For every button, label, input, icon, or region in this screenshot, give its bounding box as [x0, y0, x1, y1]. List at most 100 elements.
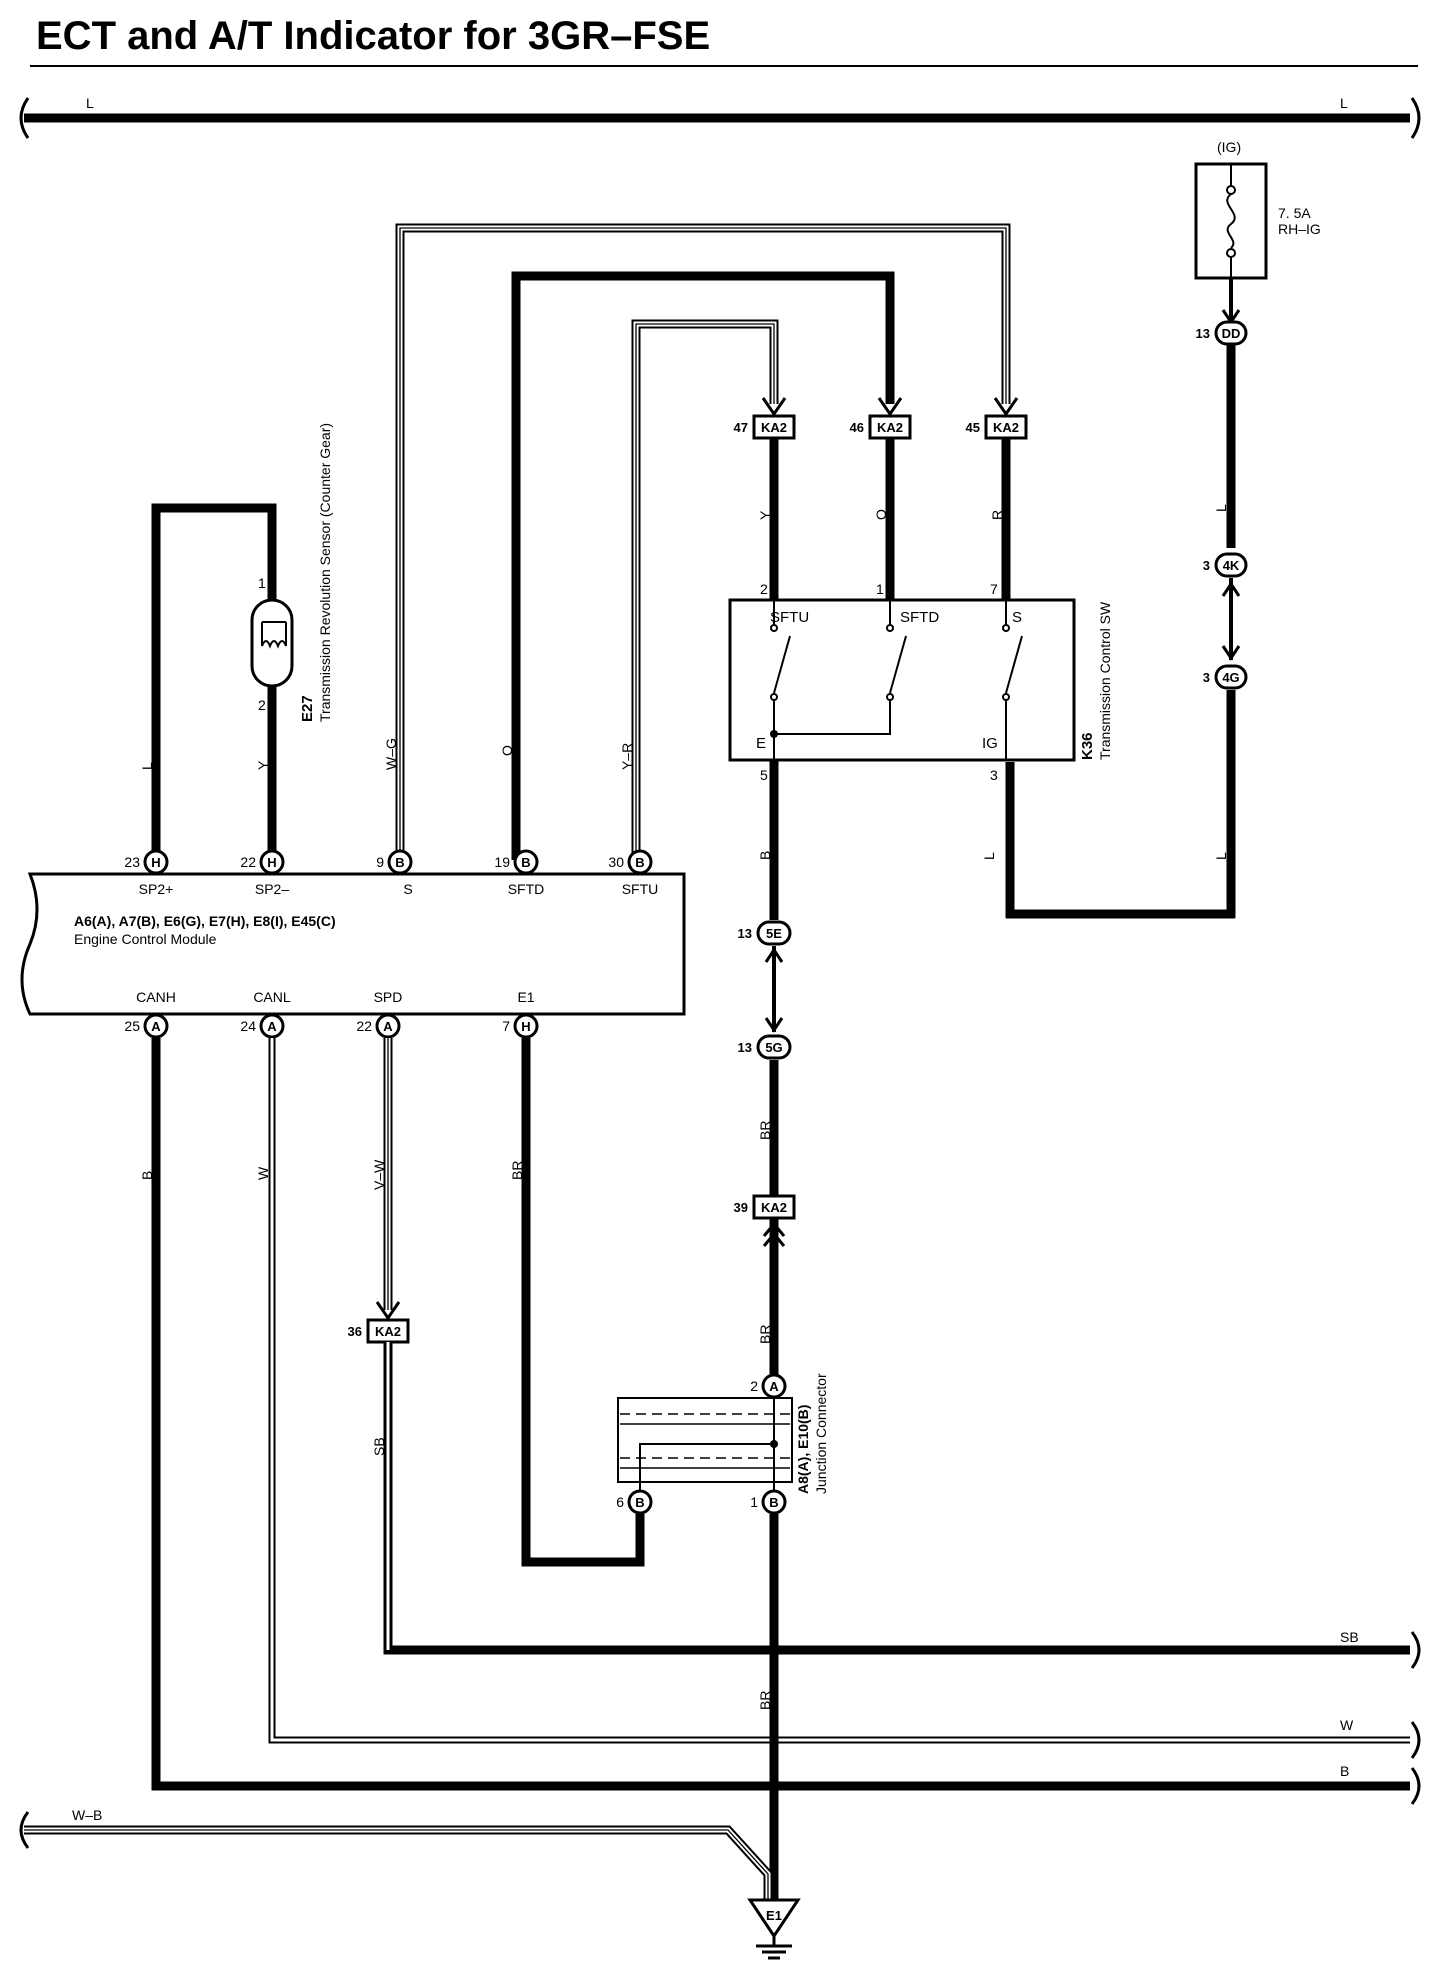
ecm-pin-sftu-label: SFTU: [622, 881, 659, 897]
switch-pin-s: 7: [990, 581, 998, 597]
junction-parts: A8(A), E10(B): [795, 1405, 811, 1494]
switch-pin-sftd: 1: [876, 581, 884, 597]
ig-wire-label-1: L: [1213, 504, 1229, 512]
wire-e1-br: BR: [509, 1038, 645, 1567]
junction-pin-b6-conn: B: [635, 1495, 644, 1510]
ecm-pin-canh: CANH A 25: [124, 989, 176, 1039]
connector-5e: 5E 13: [738, 920, 792, 946]
wire-canl-label: W: [255, 1166, 271, 1180]
switch-name: Transmission Control SW: [1097, 601, 1113, 760]
ecm-pin-canh-conn: A: [151, 1019, 161, 1034]
connector-4k-name: 4K: [1223, 558, 1240, 573]
ecm-pin-sp2-plus: H 23 SP2+: [124, 849, 174, 897]
junction-pin-b6: B 6: [616, 1489, 653, 1515]
ecm-pin-sftu-num: 30: [608, 854, 624, 870]
ecm-pin-sftd-conn: B: [521, 855, 530, 870]
ig-wire: L L L: [981, 278, 1241, 919]
ecm-pin-sp2-plus-num: 23: [124, 854, 140, 870]
connector-5e-num: 13: [738, 926, 752, 941]
transmission-control-switch: SFTU SFTD S E IG 2 1 7 5 3 K36 Transmiss…: [728, 581, 1113, 783]
connector-ka2-36-num: 36: [348, 1324, 362, 1339]
junction-pin-b1: B 1: [750, 1489, 787, 1515]
wire-w-b: W–B: [19, 1807, 773, 1900]
wire-y-r: Y–R: [619, 319, 787, 860]
ecm-pin-s: B 9 S: [376, 849, 413, 897]
junction-name: Junction Connector: [813, 1373, 829, 1494]
sensor-wire-y-label: Y: [255, 760, 271, 770]
ecm-pin-e1-num: 7: [502, 1018, 510, 1034]
connector-ka2-39-num: 39: [734, 1200, 748, 1215]
ka2-47-wire-label: Y: [757, 510, 773, 520]
wire-e1-label: BR: [509, 1161, 525, 1180]
switch-term-s: S: [1012, 609, 1022, 626]
sensor-wire-l-label: L: [139, 762, 155, 770]
connector-ka2-47-name: KA2: [761, 420, 787, 435]
ka2-45-wire-label: R: [989, 510, 1005, 520]
wire-o-label: O: [499, 745, 515, 756]
wire-canh-label: B: [139, 1171, 155, 1180]
junction-pin-a2-conn: A: [769, 1379, 779, 1394]
wire-b-label: B: [757, 851, 773, 860]
ecm-pin-canh-num: 25: [124, 1018, 140, 1034]
k36-ig-wire-label: L: [981, 852, 997, 860]
ecm-pin-sftd-label: SFTD: [508, 881, 545, 897]
connector-ka2-46-name: KA2: [877, 420, 903, 435]
connector-5g: 5G 13: [738, 1034, 792, 1060]
connector-4g-name: 4G: [1222, 670, 1239, 685]
engine-control-module: A6(A), A7(B), E6(G), E7(H), E8(I), E45(C…: [20, 872, 686, 1016]
switch-pin-e: 5: [760, 767, 768, 783]
ecm-pin-sftd: B 19 SFTD: [494, 849, 545, 897]
bus-b-label: B: [1340, 1763, 1349, 1779]
sensor-name: Transmission Revolution Sensor (Counter …: [317, 423, 333, 722]
ecm-name: Engine Control Module: [74, 931, 217, 947]
bus-sb-label: SB: [1340, 1629, 1359, 1645]
wire-spd-label: V–W: [371, 1159, 387, 1190]
connector-ka2-36: KA2 36: [348, 1318, 410, 1344]
wire-br-ground: BR: [757, 1514, 779, 1900]
ecm-pin-e1: E1 H 7: [502, 989, 539, 1039]
junction-pin-b1-conn: B: [769, 1495, 778, 1510]
connector-ka2-39-name: KA2: [761, 1200, 787, 1215]
ecm-pin-e1-label: E1: [517, 989, 534, 1005]
connector-5g-name: 5G: [765, 1040, 782, 1055]
wire-br-ka39-label: BR: [757, 1325, 773, 1344]
ecm-pin-canl: CANL A 24: [240, 989, 291, 1039]
connector-4k: 4K 3: [1203, 552, 1248, 578]
connector-dd: DD 13: [1196, 320, 1248, 346]
ecm-pin-spd-label: SPD: [374, 989, 403, 1005]
wire-br-5g-label: BR: [757, 1121, 773, 1140]
wire-b-br-center: B BR BR: [757, 760, 786, 1376]
connector-5e-name: 5E: [766, 926, 782, 941]
ecm-pin-canl-conn: A: [267, 1019, 277, 1034]
ig-wire-label-2: L: [1213, 852, 1229, 860]
fuse-rating: 7. 5A: [1278, 205, 1311, 221]
ka2-switch-wires: Y O R: [757, 438, 1011, 600]
sensor-pin-1: 1: [258, 575, 266, 591]
ecm-pin-sp2-minus-num: 22: [240, 854, 256, 870]
fuse-rh-ig: (IG) 7. 5A RH–IG: [1194, 139, 1321, 280]
connector-ka2-39: KA2 39: [734, 1194, 796, 1220]
ecm-pin-canl-label: CANL: [253, 989, 291, 1005]
ecm-pin-s-num: 9: [376, 854, 384, 870]
connector-4g: 4G 3: [1203, 664, 1248, 690]
connector-ka2-46-num: 46: [850, 420, 864, 435]
sensor-pin-2: 2: [258, 697, 266, 713]
sensor-id: E27: [299, 695, 316, 722]
switch-term-e: E: [756, 735, 766, 752]
ecm-pin-sp2-plus-label: SP2+: [139, 881, 174, 897]
ka2-46-wire-label: O: [873, 509, 889, 520]
ecm-pin-canl-num: 24: [240, 1018, 256, 1034]
ecm-pin-sftd-num: 19: [494, 854, 510, 870]
bus-w-label: W: [1340, 1717, 1354, 1733]
wire-sb-label: SB: [371, 1437, 387, 1456]
wire-o: O: [499, 271, 903, 860]
wire-canh-b: B B: [139, 1038, 1421, 1805]
switch-pin-sftu: 2: [760, 581, 768, 597]
connector-ka2-47-num: 47: [734, 420, 748, 435]
connector-ka2-45-num: 45: [966, 420, 980, 435]
revolution-sensor: 1 2 L Y E27 Transmission Revolution Sens…: [139, 423, 333, 860]
junction-pin-a2-num: 2: [750, 1378, 758, 1394]
wire-canl-w: W W: [255, 1038, 1421, 1759]
connector-ka2-36-name: KA2: [375, 1324, 401, 1339]
